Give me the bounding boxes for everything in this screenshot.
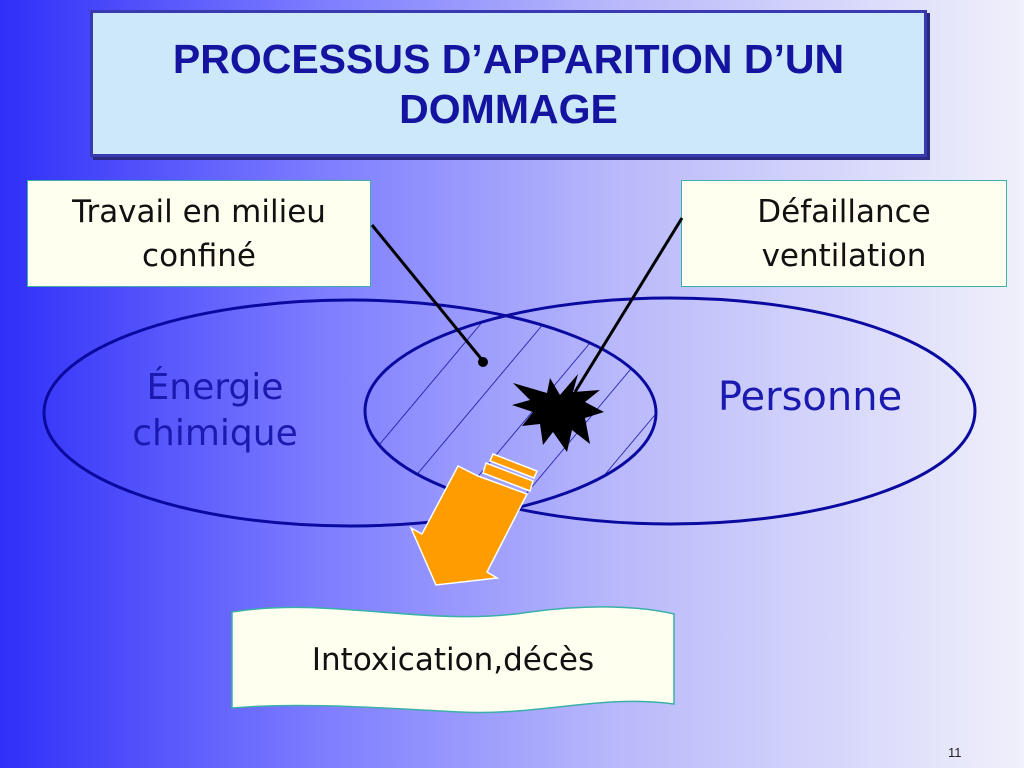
- connector-dot: [478, 357, 488, 367]
- page-number: 11: [948, 745, 962, 760]
- slide-title: PROCESSUS D’APPARITION D’UN DOMMAGE: [90, 10, 927, 157]
- connector-line-left: [370, 224, 485, 362]
- outcome-text: Intoxication,décès: [311, 642, 595, 678]
- explosion-icon: [512, 374, 604, 452]
- arrow-icon: [409, 453, 538, 586]
- cause-box-ventilation-failure: Défaillance ventilation: [681, 180, 1007, 287]
- person-label: Personne: [717, 374, 903, 420]
- cause-box-confined-work: Travail en milieu confiné: [27, 180, 371, 287]
- connector-line-right: [573, 217, 684, 393]
- energy-label: Énergie chimique: [132, 367, 298, 454]
